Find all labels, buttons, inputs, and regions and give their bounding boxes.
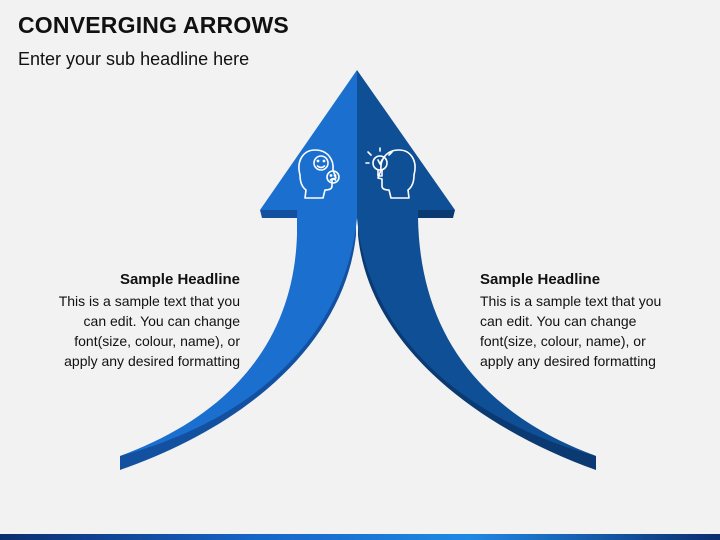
bottom-accent-bar xyxy=(0,534,720,540)
page-subtitle: Enter your sub headline here xyxy=(18,49,250,69)
page-title: CONVERGING ARROWS xyxy=(18,12,289,38)
right-arrow-head xyxy=(357,70,455,218)
right-text-block: Sample Headline This is a sample text th… xyxy=(480,270,670,371)
left-arrow-head-edge xyxy=(260,210,297,218)
left-headline: Sample Headline xyxy=(119,271,240,288)
head-lightbulb-icon xyxy=(365,147,416,199)
right-arrow-body xyxy=(357,218,596,456)
left-arrow-head xyxy=(260,70,357,218)
left-arrow-body xyxy=(120,218,357,456)
right-arrow-head-edge xyxy=(418,210,455,218)
right-headline: Sample Headline xyxy=(480,271,601,288)
right-body-text: This is a sample text that you can edit.… xyxy=(480,293,662,369)
head-emotions-icon xyxy=(298,149,340,199)
left-body-text: This is a sample text that you can edit.… xyxy=(58,293,240,369)
left-text-block: Sample Headline This is a sample text th… xyxy=(50,270,240,371)
